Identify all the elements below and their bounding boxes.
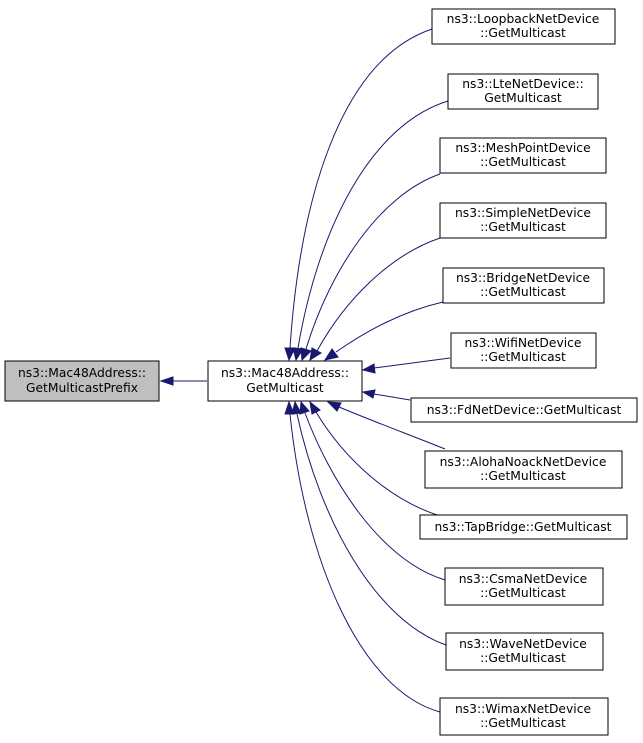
edge-loopback: [289, 28, 433, 349]
node-caller-csma[interactable]: ns3::CsmaNetDevice ::GetMulticast: [444, 567, 604, 606]
node-caller-box[interactable]: [419, 514, 628, 540]
node-caller-line2: ::GetMulticast: [480, 586, 566, 600]
node-caller-box[interactable]: [445, 632, 604, 671]
edge-wifi-arrowhead: [361, 363, 376, 374]
edge-simple: [316, 237, 441, 352]
node-caller-box[interactable]: [431, 8, 616, 45]
edge-wave-arrowhead: [291, 400, 302, 415]
edge-wave: [296, 413, 447, 646]
node-caller-tapbridge[interactable]: ns3::TapBridge::GetMulticast: [419, 514, 628, 540]
edge-fd-arrowhead: [361, 389, 376, 399]
node-caller-loopback[interactable]: ns3::LoopbackNetDevice ::GetMulticast: [431, 8, 616, 45]
node-caller-line1: ns3::LteNetDevice::: [462, 77, 583, 91]
node-caller-fd[interactable]: ns3::FdNetDevice::GetMulticast: [410, 397, 638, 423]
node-caller-meshpoint[interactable]: ns3::MeshPointDevice ::GetMulticast: [439, 137, 607, 174]
node-caller-box[interactable]: [439, 202, 607, 239]
node-caller-line2: ::GetMulticast: [480, 716, 566, 730]
edge-tapbridge: [315, 411, 441, 517]
node-center[interactable]: ns3::Mac48Address:: GetMulticast: [207, 360, 363, 402]
edge-bridge: [335, 301, 444, 353]
node-caller-box[interactable]: [424, 450, 623, 489]
node-center-line2: GetMulticast: [246, 381, 324, 395]
edge-loopback-arrowhead: [284, 347, 296, 362]
node-caller-line2: ::GetMulticast: [480, 155, 566, 169]
node-caller-line2: ::GetMulticast: [480, 285, 566, 299]
node-caller-box[interactable]: [439, 697, 609, 736]
node-caller-bridge[interactable]: ns3::BridgeNetDevice ::GetMulticast: [442, 267, 605, 304]
node-caller-line1: ns3::AlohaNoackNetDevice: [440, 455, 607, 469]
node-caller-line1: ns3::SimpleNetDevice: [455, 206, 591, 220]
node-root-line1: ns3::Mac48Address::: [18, 366, 146, 380]
edge-meshpoint: [305, 173, 441, 350]
edge-alohanoack: [338, 406, 446, 450]
node-root-line2: GetMulticastPrefix: [26, 381, 138, 395]
edge-fd: [373, 393, 411, 401]
edge-csma-arrowhead: [299, 400, 310, 415]
node-caller-wimax[interactable]: ns3::WimaxNetDevice ::GetMulticast: [439, 697, 609, 736]
edge-wifi: [373, 357, 451, 369]
node-caller-line2: ::GetMulticast: [480, 651, 566, 665]
node-root: ns3::Mac48Address:: GetMulticastPrefix: [4, 360, 160, 402]
node-caller-line2: ::GetMulticast: [480, 220, 566, 234]
node-caller-alohanoack[interactable]: ns3::AlohaNoackNetDevice ::GetMulticast: [424, 450, 623, 489]
node-caller-line1: ns3::FdNetDevice::GetMulticast: [427, 403, 622, 417]
edge-csma: [304, 412, 446, 581]
edge-lte-arrowhead: [292, 347, 304, 362]
node-caller-line1: ns3::MeshPointDevice: [455, 141, 590, 155]
call-graph-edges: [159, 28, 451, 713]
node-caller-line1: ns3::LoopbackNetDevice: [447, 12, 600, 26]
node-caller-lte[interactable]: ns3::LteNetDevice:: GetMulticast: [447, 73, 599, 110]
edge-lte: [297, 100, 449, 349]
node-root-box: [4, 360, 160, 402]
node-caller-box[interactable]: [447, 73, 599, 110]
node-caller-line1: ns3::BridgeNetDevice: [456, 271, 590, 285]
edge-wimax-arrowhead: [284, 400, 295, 415]
edge-alohanoack-arrowhead: [326, 401, 342, 412]
node-caller-line1: ns3::CsmaNetDevice: [459, 572, 587, 586]
edge-simple-arrowhead: [309, 347, 322, 362]
node-caller-line2: GetMulticast: [484, 91, 562, 105]
node-center-line1: ns3::Mac48Address::: [221, 366, 349, 380]
node-caller-box[interactable]: [410, 397, 638, 423]
node-caller-wifi[interactable]: ns3::WifiNetDevice ::GetMulticast: [450, 332, 597, 369]
node-caller-line2: ::GetMulticast: [480, 469, 566, 483]
node-caller-wave[interactable]: ns3::WaveNetDevice ::GetMulticast: [445, 632, 604, 671]
node-caller-box[interactable]: [442, 267, 605, 304]
node-caller-box[interactable]: [439, 137, 607, 174]
edge-tapbridge-arrowhead: [309, 400, 321, 415]
edge-meshpoint-arrowhead: [300, 347, 312, 362]
node-caller-line1: ns3::WifiNetDevice: [464, 336, 581, 350]
node-caller-line2: ::GetMulticast: [480, 350, 566, 364]
edge-wimax: [289, 413, 441, 713]
edge-bridge-arrowhead: [323, 348, 339, 361]
edge-center-to-root-arrowhead: [159, 376, 174, 386]
node-caller-line2: ::GetMulticast: [480, 26, 566, 40]
node-caller-line1: ns3::WimaxNetDevice: [455, 702, 591, 716]
node-caller-line1: ns3::TapBridge::GetMulticast: [435, 520, 612, 534]
node-caller-simple[interactable]: ns3::SimpleNetDevice ::GetMulticast: [439, 202, 607, 239]
node-caller-box[interactable]: [444, 567, 604, 606]
node-center-box[interactable]: [207, 360, 363, 402]
node-caller-line1: ns3::WaveNetDevice: [459, 637, 587, 651]
node-caller-box[interactable]: [450, 332, 597, 369]
